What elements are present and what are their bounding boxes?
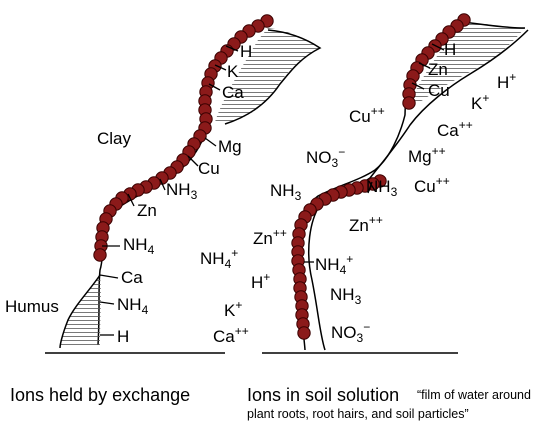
left-tick-2 <box>214 64 227 71</box>
left-bead-34 <box>93 248 107 262</box>
right-tick-2 <box>418 62 431 69</box>
sol-ion-nh3-lower: NH3 <box>330 285 362 307</box>
sol-ion-h-top: H+ <box>497 70 516 92</box>
right-held-ion-labels: H Zn Cu <box>428 40 456 100</box>
humus-boundary-line <box>59 274 101 349</box>
right-ion-h: H <box>444 40 456 59</box>
left-ion-h-lower: H <box>117 327 129 346</box>
sol-ion-k-top: K+ <box>471 91 489 113</box>
left-tick-marks <box>99 45 239 336</box>
right-bead-chain <box>291 13 471 340</box>
right-tick-4 <box>367 181 373 194</box>
sol-ion-zn-left: Zn++ <box>253 226 287 248</box>
left-ion-k: K <box>227 62 239 81</box>
right-tick-1 <box>431 43 445 51</box>
sol-ion-nh3-left: NH3 <box>270 181 302 203</box>
left-tick-3 <box>208 83 221 91</box>
left-ion-zn: Zn <box>137 201 157 220</box>
clay-label: Clay <box>97 129 132 148</box>
right-tick-3 <box>411 82 425 90</box>
left-caption: Ions held by exchange <box>10 385 190 405</box>
left-tick-6 <box>159 178 166 191</box>
right-caption-note-line1: “film of water around <box>417 388 531 402</box>
humus-label: Humus <box>5 297 59 316</box>
right-caption-note-line2: plant roots, root hairs, and soil partic… <box>247 407 469 421</box>
sol-ion-k-lower: K+ <box>224 298 242 320</box>
sol-ion-cu-top: Cu++ <box>349 104 385 126</box>
right-tick-marks <box>304 43 445 263</box>
sol-ion-no3-lower: NO3− <box>331 320 370 345</box>
sol-ion-ca-top: Ca++ <box>437 118 473 140</box>
sol-ion-nh4-held: NH4+ <box>315 252 353 277</box>
sol-ion-zn-right: Zn++ <box>349 213 383 235</box>
left-tick-1 <box>225 45 239 52</box>
left-tick-9 <box>99 274 119 279</box>
sol-ion-h-mid: H+ <box>251 270 270 292</box>
sol-ion-mg: Mg++ <box>408 144 446 166</box>
right-ion-cu: Cu <box>428 81 450 100</box>
left-ion-labels: H K Ca Mg Cu NH3 Zn NH4 Ca NH4 H <box>117 42 252 346</box>
sol-ion-ca-lower: Ca++ <box>213 324 249 346</box>
right-bead-12 <box>402 96 416 110</box>
sol-ion-nh4-left: NH4+ <box>200 246 238 271</box>
left-ion-nh4-upper: NH4 <box>123 235 155 257</box>
left-tick-7 <box>127 193 135 207</box>
left-tick-4 <box>204 137 217 147</box>
left-tick-10 <box>99 301 115 305</box>
left-ion-nh3: NH3 <box>166 180 198 202</box>
sol-ion-no3-top: NO3− <box>306 145 345 170</box>
left-ion-cu: Cu <box>198 159 220 178</box>
humus-hatch-region <box>60 275 101 348</box>
left-ion-h: H <box>240 42 252 61</box>
right-caption: Ions in soil solution <box>247 385 399 405</box>
right-ion-zn: Zn <box>428 60 448 79</box>
left-ion-ca: Ca <box>222 83 244 102</box>
clay-hatch-region <box>215 28 320 122</box>
left-ion-mg: Mg <box>218 137 242 156</box>
right-bead-36 <box>297 326 311 340</box>
left-ion-nh4-lower: NH4 <box>117 295 149 317</box>
sol-ion-cu-mid: Cu++ <box>414 174 450 196</box>
left-bead-chain <box>93 14 274 262</box>
right-hatch-region <box>410 20 525 102</box>
right-solution-ion-labels: H+ K+ Cu++ Ca++ NO3− Mg++ NH3 Cu++ NH3 Z… <box>200 70 516 346</box>
sol-ion-nh3-held: NH3 <box>366 177 398 199</box>
right-outer-root-line <box>307 29 529 351</box>
left-ion-ca-lower: Ca <box>121 268 143 287</box>
left-tick-5 <box>187 155 199 167</box>
clay-boundary-line <box>224 29 322 125</box>
